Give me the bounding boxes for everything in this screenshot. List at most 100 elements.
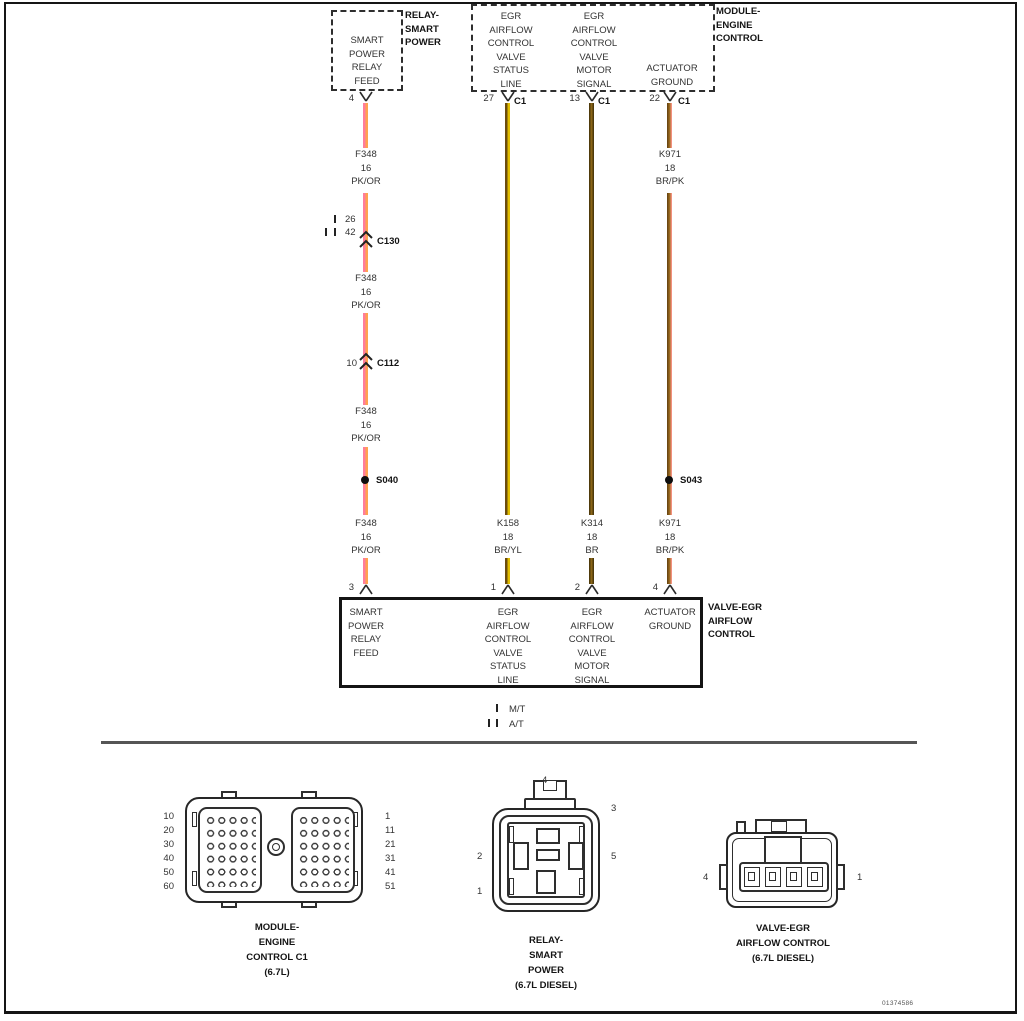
valve-connector-wing <box>719 864 728 890</box>
text-line: MOTOR <box>576 65 612 76</box>
wire-color: BR/PK <box>655 176 685 187</box>
connector-slot <box>509 826 514 843</box>
valve-pin-1: 1 <box>857 872 863 883</box>
c130-label: C130 <box>377 236 400 247</box>
relay-terminal <box>536 828 560 844</box>
inline-connector-chevron-icon <box>359 352 373 370</box>
text-line: ACTUATOR <box>644 607 696 618</box>
text-line: EGR <box>500 11 522 22</box>
text-line: AIRFLOW <box>486 620 530 632</box>
valve-terminal <box>765 867 781 887</box>
wire-fork-icon <box>501 91 515 102</box>
wire-gauge: 16 <box>360 162 372 174</box>
pin-number: 2 <box>574 582 580 593</box>
tick-mark <box>334 228 336 236</box>
wire-label-k314: K314 18 BR <box>552 517 632 558</box>
wire-k971-segment <box>667 103 672 148</box>
text-line: GROUND <box>650 76 694 88</box>
pin-hole-grid <box>297 813 349 887</box>
text-line: CONTROL <box>570 38 618 49</box>
text-line: 41 <box>385 866 396 878</box>
text-line: RELAY <box>351 62 383 73</box>
connector-ref-label: C1 <box>598 96 611 107</box>
text-line: ACTUATOR <box>646 63 698 74</box>
wire-k314-segment <box>589 558 594 584</box>
wire-k971-segment <box>667 193 672 515</box>
wire-color: PK/OR <box>351 433 381 444</box>
wire-k314-segment <box>589 103 594 515</box>
text-line: (6.7L) <box>264 967 290 978</box>
relay-terminal <box>513 842 529 870</box>
wire-fork-icon <box>359 91 373 102</box>
text-line: 40 <box>163 852 174 864</box>
valve-terminal-pin <box>790 872 797 881</box>
wire-color: PK/OR <box>351 300 381 311</box>
text-line: 31 <box>385 852 396 864</box>
wire-code: F348 <box>355 149 377 160</box>
wire-gauge: 18 <box>586 531 598 543</box>
text-line: ENGINE <box>716 19 753 31</box>
wire-color: BR/YL <box>494 545 522 556</box>
c130-pin-a: 26 <box>345 214 356 225</box>
section-divider <box>101 741 917 744</box>
text-line: CONTROL <box>568 634 616 645</box>
text-line: EGR <box>583 11 605 22</box>
text-line: CONTROL <box>487 38 535 49</box>
text-line: LINE <box>497 674 519 686</box>
text-line: (6.7L DIESEL) <box>751 953 815 964</box>
relay-connector-body <box>492 808 600 912</box>
wire-fork-icon <box>501 584 515 595</box>
wire-f348-segment <box>363 313 368 405</box>
text-line: AIRFLOW <box>489 24 533 36</box>
text-line: CONTROL <box>484 634 532 645</box>
wire-label-k158: K158 18 BR/YL <box>468 517 548 558</box>
text-line: 50 <box>163 866 174 878</box>
pin-number: 13 <box>569 93 580 104</box>
wire-code: K971 <box>658 149 682 160</box>
at-label: A/T <box>509 719 524 730</box>
wire-gauge: 16 <box>360 419 372 431</box>
s040-label: S040 <box>376 475 399 486</box>
wire-fork-icon <box>585 584 599 595</box>
module-pin-block-left <box>198 807 262 893</box>
text-line: RELAY- <box>529 935 563 946</box>
text-line: STATUS <box>492 65 530 76</box>
tick-mark <box>496 719 498 727</box>
wire-gauge: 16 <box>360 286 372 298</box>
text-line: CONTROL <box>716 33 763 44</box>
connector-slot <box>579 878 584 895</box>
wire-code: K158 <box>496 518 520 529</box>
valve-terminal-pin <box>769 872 776 881</box>
text-line: VALVE <box>493 647 523 659</box>
relay-pin-1: 1 <box>477 886 483 897</box>
s043-label: S043 <box>680 475 703 486</box>
wire-gauge: 16 <box>360 531 372 543</box>
valve-terminal-strip <box>739 862 829 892</box>
valve-connector-body <box>726 832 838 908</box>
wire-code: F348 <box>355 273 377 284</box>
valve-terminal <box>807 867 823 887</box>
module-center-post <box>267 838 285 856</box>
text-line: (6.7L DIESEL) <box>514 980 578 991</box>
wire-color: PK/OR <box>351 176 381 187</box>
text-line: MODULE- <box>254 922 300 933</box>
pin-number: 27 <box>483 93 494 104</box>
text-line: SMART <box>405 23 439 35</box>
wire-k971-segment <box>667 558 672 584</box>
text-line: 51 <box>385 880 396 892</box>
text-line: EGR <box>581 607 603 618</box>
relay-terminal <box>536 849 560 861</box>
relay-pin-3: 3 <box>611 803 617 814</box>
